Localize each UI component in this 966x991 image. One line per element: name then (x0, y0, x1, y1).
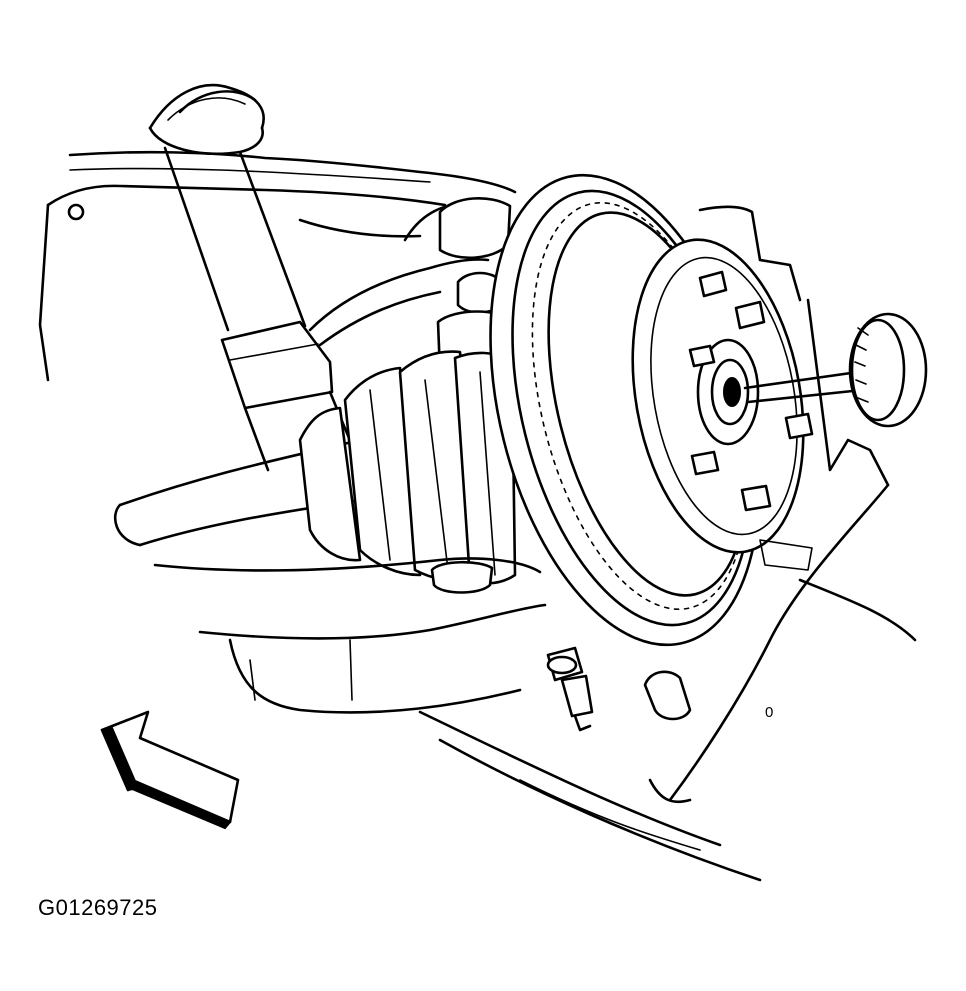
callout-label: 0 (765, 704, 774, 721)
figure-id: G01269725 (38, 895, 158, 920)
lower-control-arm (153, 557, 762, 882)
hub-cap (848, 312, 928, 428)
upper-control-arm (38, 150, 517, 382)
direction-arrow-icon (100, 710, 240, 830)
wheel-studs (688, 270, 814, 512)
drive-axle-boot (113, 350, 517, 585)
steering-knuckle (643, 205, 917, 804)
lower-ball-joint-stud (546, 646, 594, 732)
